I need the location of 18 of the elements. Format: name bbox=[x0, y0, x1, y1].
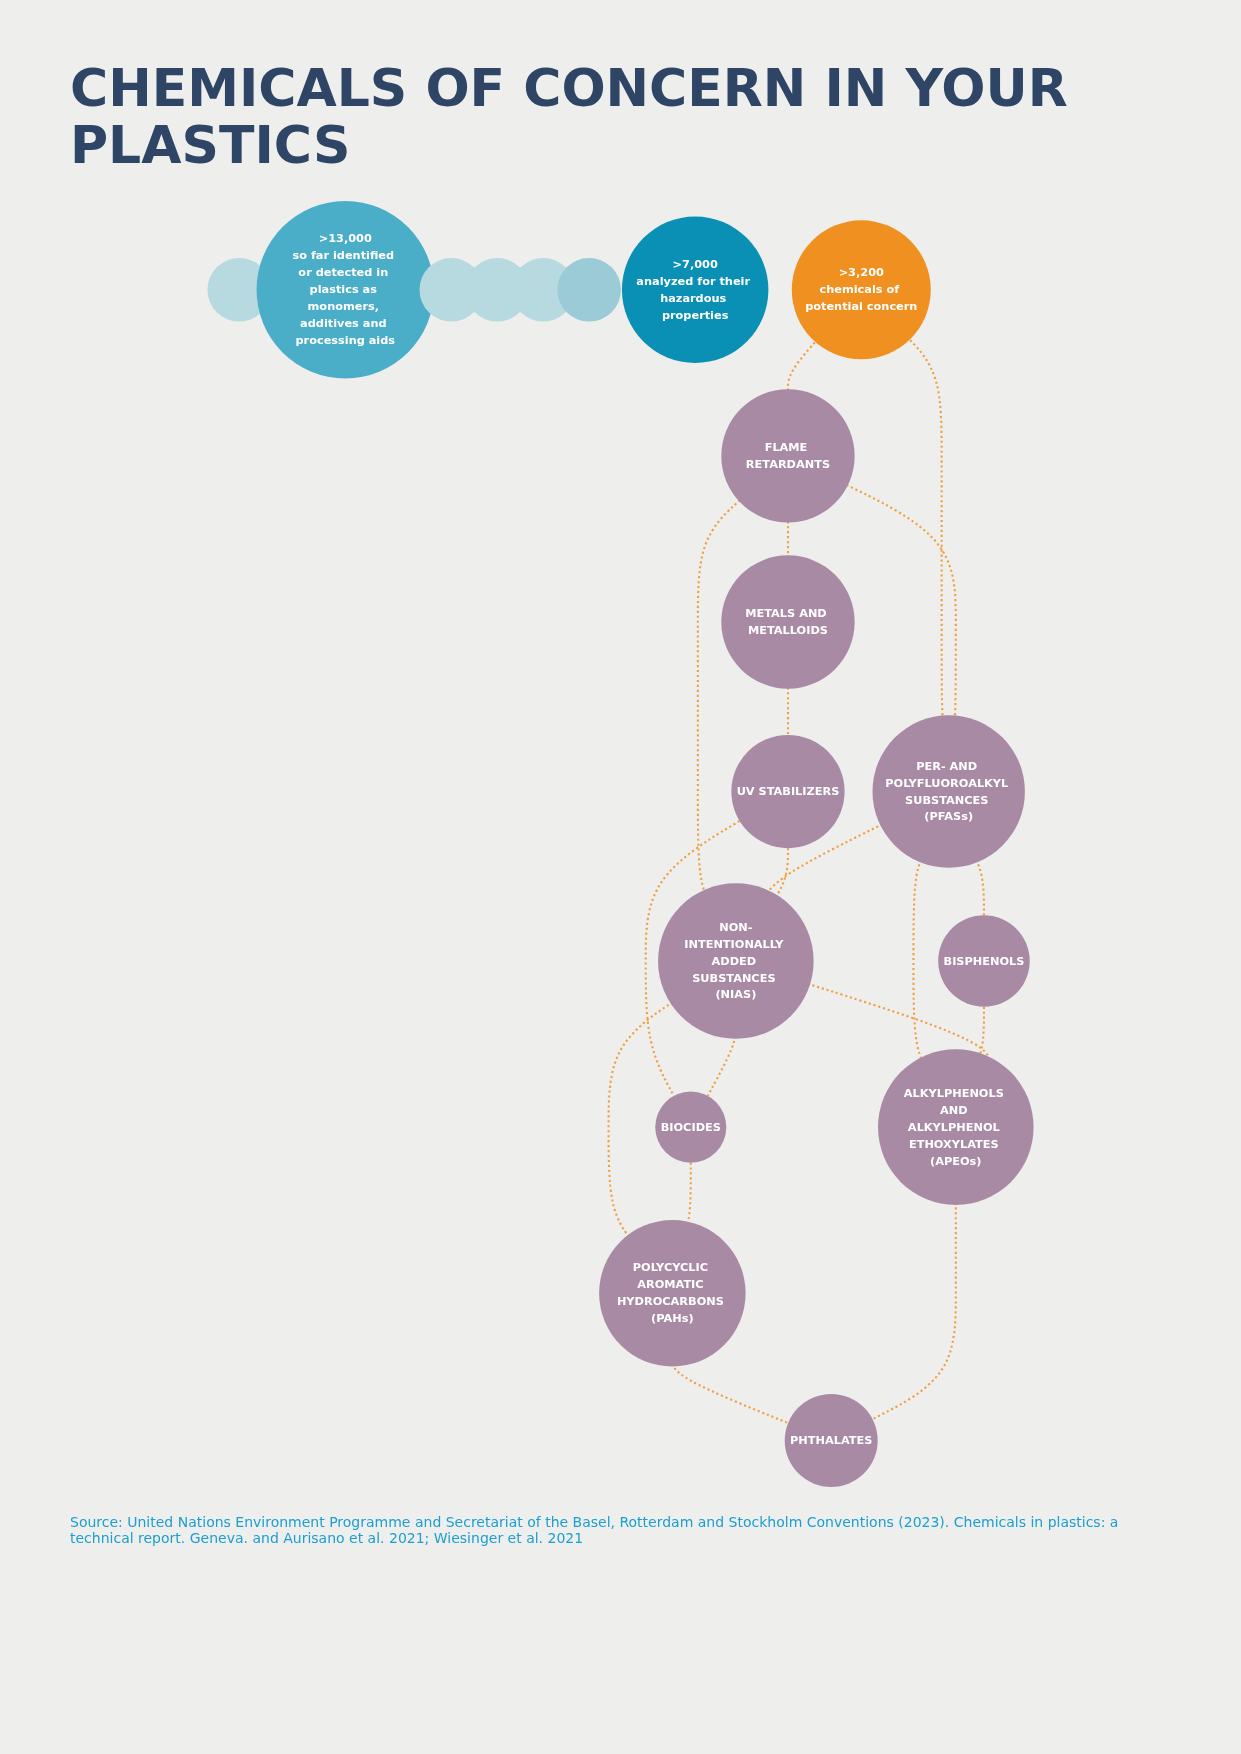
node-circle: NON-INTENTIONALLY ADDED SUBSTANCES (NIAS) bbox=[658, 883, 814, 1040]
node-circle: UV STABILIZERS bbox=[731, 735, 845, 849]
node-circle: ALKYLPHENOLS AND ALKYLPHENOL ETHOXYLATES (APEOs) bbox=[878, 1049, 1034, 1206]
node-circle bbox=[557, 258, 621, 322]
node-circle: POLYCYCLIC AROMATIC HYDROCARBONS (PAHs) bbox=[599, 1220, 746, 1367]
node-circle: >7,000 analyzed for their hazardous properties bbox=[621, 216, 769, 364]
node-circle: >13,000 so far identified or detected in plastics as monomers, additives and processing aids bbox=[256, 201, 434, 379]
node-circle: BIOCIDES bbox=[655, 1092, 727, 1163]
node-circle: PHTHALATES bbox=[784, 1394, 878, 1488]
title: CHEMICALS OF CONCERN IN YOUR PLASTICS bbox=[70, 60, 1069, 175]
source-note: Source: United Nations Environment Programme and Secretariat of the Basel, Rotterdam and Stockholm Conventions (2023). Chemicals in plastics: a technical report. Geneva. and Aurisano et al. 2021; Wiesinger et al. 2021 bbox=[70, 1514, 1120, 1547]
connector bbox=[644, 820, 741, 1097]
connector bbox=[786, 687, 790, 736]
node-circle: FLAME RETARDANTS bbox=[721, 389, 855, 523]
node-circle: BISPHENOLS bbox=[938, 915, 1030, 1008]
node-circle: METALS AND METALLOIDS bbox=[721, 555, 855, 690]
node-circle: PER- AND POLYFLUOROALKYL SUBSTANCES (PFASs) bbox=[872, 715, 1025, 869]
node-circle: >3,200 chemicals of potential concern bbox=[791, 220, 931, 360]
